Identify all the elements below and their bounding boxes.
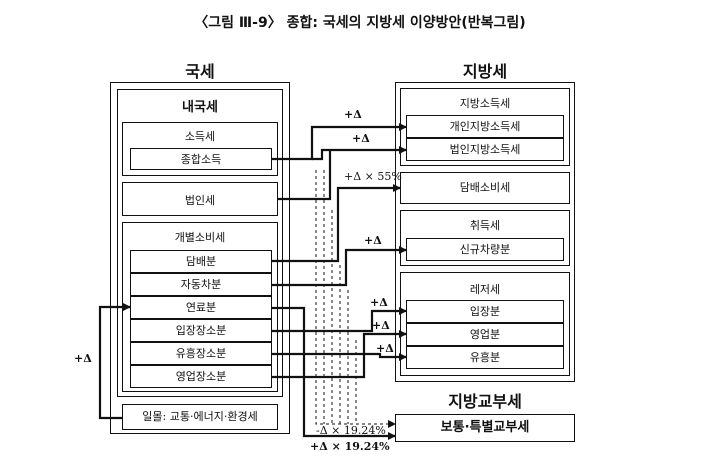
figure-title: 〈그림 Ⅲ-9〉 종합: 국세의 지방세 이양방안(반복그림) <box>194 15 526 31</box>
leisure-entry-cell: 입장분 <box>406 300 564 323</box>
arrow-entry <box>272 307 407 333</box>
local-tax-heading: 지방세 <box>462 62 508 81</box>
tobacco-consumption-tax-box: 담배소비세 <box>400 172 570 204</box>
new-car-cell: 신규차량분 <box>406 238 564 261</box>
annotation-minus-1924: -Δ × 19.24% <box>316 424 386 437</box>
national-tax-heading: 국세 <box>185 62 215 81</box>
arrow-tobacco <box>272 184 401 263</box>
business-venue-item: 영업장소분 <box>130 365 272 388</box>
fuel-item: 연료분 <box>130 296 272 319</box>
annotation-delta-personal: +Δ <box>344 108 362 121</box>
annotation-delta-left: +Δ <box>74 352 92 365</box>
internal-tax-label: 내국세 <box>182 100 218 115</box>
arrow-fuel-to-grant <box>272 306 396 440</box>
annotation-delta-55: +Δ × 55% <box>344 170 402 183</box>
entertainment-venue-item: 유흥장소분 <box>130 342 272 365</box>
personal-local-income-cell: 개인지방소득세 <box>406 115 564 138</box>
corporate-tax-label: 법인세 <box>184 194 216 207</box>
individual-consumption-tax-label: 개별소비세 <box>174 231 226 244</box>
annotation-delta-corporate: +Δ <box>352 132 370 145</box>
automobile-item: 자동차분 <box>130 273 272 296</box>
arrow-earmarked-to-fuel <box>98 303 131 420</box>
local-income-tax-label: 지방소득세 <box>459 97 511 110</box>
arrow-automobile <box>272 246 407 287</box>
arrow-corporate-tax <box>278 150 332 201</box>
annotation-delta-entertainment: +Δ <box>376 342 394 355</box>
general-special-grant-box: 보통·특별교부세 <box>395 414 575 442</box>
leisure-entertainment-cell: 유흥분 <box>406 346 564 369</box>
earmarked-tax-box: 일몰: 교통·에너지·환경세 <box>122 404 278 430</box>
arrow-income-to-corporate <box>312 146 407 161</box>
transfer-tax-heading: 지방교부세 <box>448 392 522 411</box>
arrow-business <box>272 330 407 379</box>
leisure-tax-label: 레저세 <box>469 283 501 296</box>
annotation-plus-1924: +Δ × 19.24% <box>310 440 390 453</box>
acquisition-tax-label: 취득세 <box>469 219 501 232</box>
leisure-business-cell: 영업분 <box>406 323 564 346</box>
comprehensive-income-cell: 종합소득 <box>130 148 272 170</box>
entry-venue-item: 입장장소분 <box>130 319 272 342</box>
tobacco-item: 담배분 <box>130 250 272 273</box>
annotation-delta-entry: +Δ <box>370 296 388 309</box>
corporate-tax-box: 법인세 <box>122 182 278 216</box>
corporate-local-income-cell: 법인지방소득세 <box>406 138 564 161</box>
annotation-delta-car: +Δ <box>364 234 382 247</box>
arrow-income-to-personal <box>272 123 407 161</box>
annotation-delta-business: +Δ <box>372 319 390 332</box>
arrow-entertainment <box>272 352 407 361</box>
income-tax-label: 소득세 <box>184 130 216 143</box>
